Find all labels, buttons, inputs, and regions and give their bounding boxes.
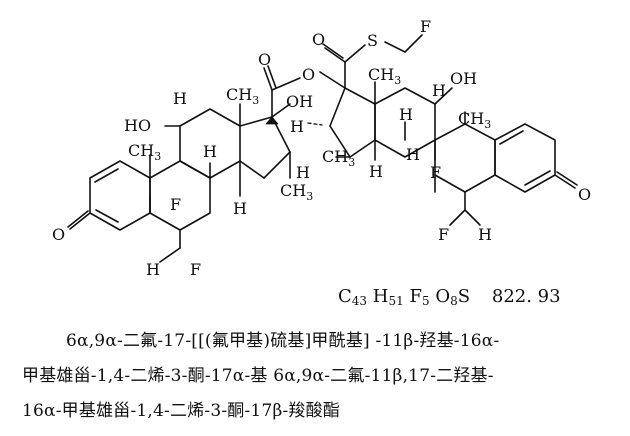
formula-s: S	[457, 286, 471, 307]
formula-h: H	[372, 286, 389, 307]
formula-c-count: 43	[351, 294, 368, 308]
atom-ch3-left-19: CH3	[128, 141, 161, 163]
formula-c: C	[338, 286, 352, 307]
formula-f-count: 5	[422, 294, 430, 308]
atom-o-ester-bridge: O	[302, 65, 315, 84]
atom-h-right-9: H	[406, 145, 420, 164]
atom-h-right-14: H	[369, 162, 383, 181]
molecular-weight: 822. 93	[491, 286, 561, 307]
atom-h-left-14: H	[233, 199, 247, 218]
atom-ch3-left-18: CH3	[226, 85, 259, 107]
atom-ch3-right-18: CH3	[368, 65, 401, 87]
atom-ch3-right-19: CH3	[458, 109, 491, 131]
atom-h-right-17: H	[290, 117, 304, 136]
right-steroid-bonds	[307, 34, 578, 226]
atom-f-right-9: F	[430, 163, 441, 182]
atom-o-left-ketone: O	[52, 225, 65, 244]
atom-o-ester-carbonyl: O	[258, 50, 271, 69]
molecular-formula: C43 H51 F5 O8S 822. 93	[338, 286, 561, 308]
formula-o: O	[435, 286, 451, 307]
chemical-name-line-1: 6α,9α-二氟-17-[[(氟甲基)硫基]甲酰基] -11β-羟基-16α-	[66, 331, 500, 351]
atom-o-thioester: O	[312, 30, 325, 49]
formula-h-count: 51	[388, 294, 404, 308]
left-steroid-bonds	[67, 65, 301, 263]
atom-ch3-left-16: CH3	[280, 181, 313, 203]
atom-h-left-16: H	[296, 163, 310, 182]
atom-o-right-ketone: O	[578, 185, 591, 204]
atom-s: S	[367, 31, 378, 50]
atom-oh-right-11: OH	[450, 69, 477, 88]
formula-f: F	[409, 286, 423, 307]
atom-ho-left-11: HO	[124, 116, 151, 135]
atom-f-left-9: F	[170, 195, 181, 214]
atom-labels: O F F H HO H H H CH3 CH3 H CH3 OH O O H …	[52, 17, 591, 279]
atom-h-right-11: H	[432, 81, 446, 100]
atom-h-right-8: H	[399, 105, 413, 124]
chemical-structure-diagram: O F F H HO H H H CH3 CH3 H CH3 OH O O H …	[52, 17, 591, 279]
atom-f-right-6: F	[438, 225, 449, 244]
atom-h-left-6: H	[146, 260, 160, 279]
atom-h-left-11: H	[173, 89, 187, 108]
atom-ch3-right-16: CH3	[322, 147, 355, 169]
chemical-name-line-2: 甲基雄甾-1,4-二烯-3-酮-17α-基 6α,9α-二氟-11β,17-二羟…	[22, 366, 494, 386]
formula-o-count: 8	[450, 294, 458, 308]
atom-h-right-6: H	[478, 225, 492, 244]
atom-oh-left-17: OH	[286, 92, 313, 111]
chemical-name-line-3: 16α-甲基雄甾-1,4-二烯-3-酮-17β-羧酸酯	[22, 401, 341, 421]
atom-f-fluoromethyl: F	[420, 17, 431, 36]
atom-f-left-6: F	[190, 260, 201, 279]
atom-h-left-8: H	[203, 142, 217, 161]
